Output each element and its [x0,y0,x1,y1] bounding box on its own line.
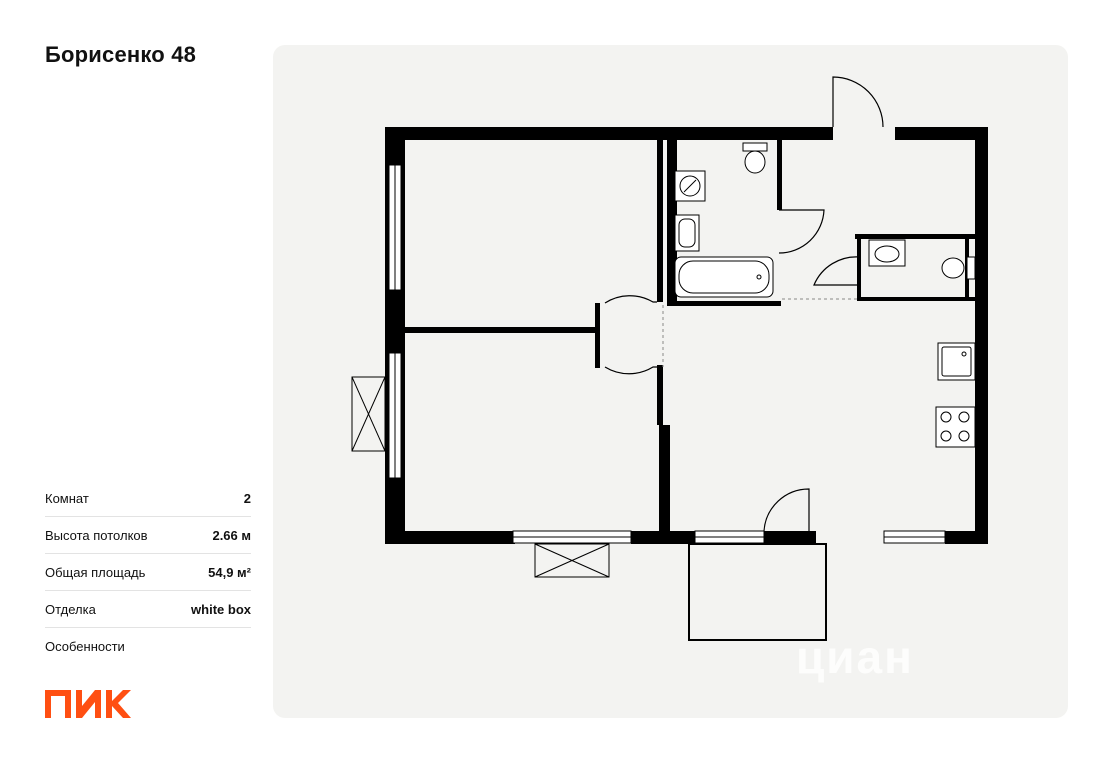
spec-value: 54,9 м² [208,564,251,580]
pik-logo [45,690,131,718]
floor-plan-panel: циан [273,45,1068,718]
specs-list: Комнат 2 Высота потолков 2.66 м Общая пл… [45,480,251,664]
spec-finish: Отделка white box [45,591,251,628]
spec-value: white box [191,601,251,617]
spec-features: Особенности [45,628,251,664]
spec-label: Комнат [45,490,89,506]
spec-value: 2 [243,490,251,506]
spec-rooms: Комнат 2 [45,480,251,517]
page-title: Борисенко 48 [45,42,197,67]
spec-label: Отделка [45,601,96,617]
cian-watermark: циан [796,631,914,683]
spec-label: Особенности [45,638,125,654]
spec-label: Общая площадь [45,564,146,580]
spec-label: Высота потолков [45,527,148,543]
spec-ceiling-height: Высота потолков 2.66 м [45,517,251,554]
spec-total-area: Общая площадь 54,9 м² [45,554,251,591]
spec-value: 2.66 м [212,527,251,543]
floor-plan [351,76,988,641]
